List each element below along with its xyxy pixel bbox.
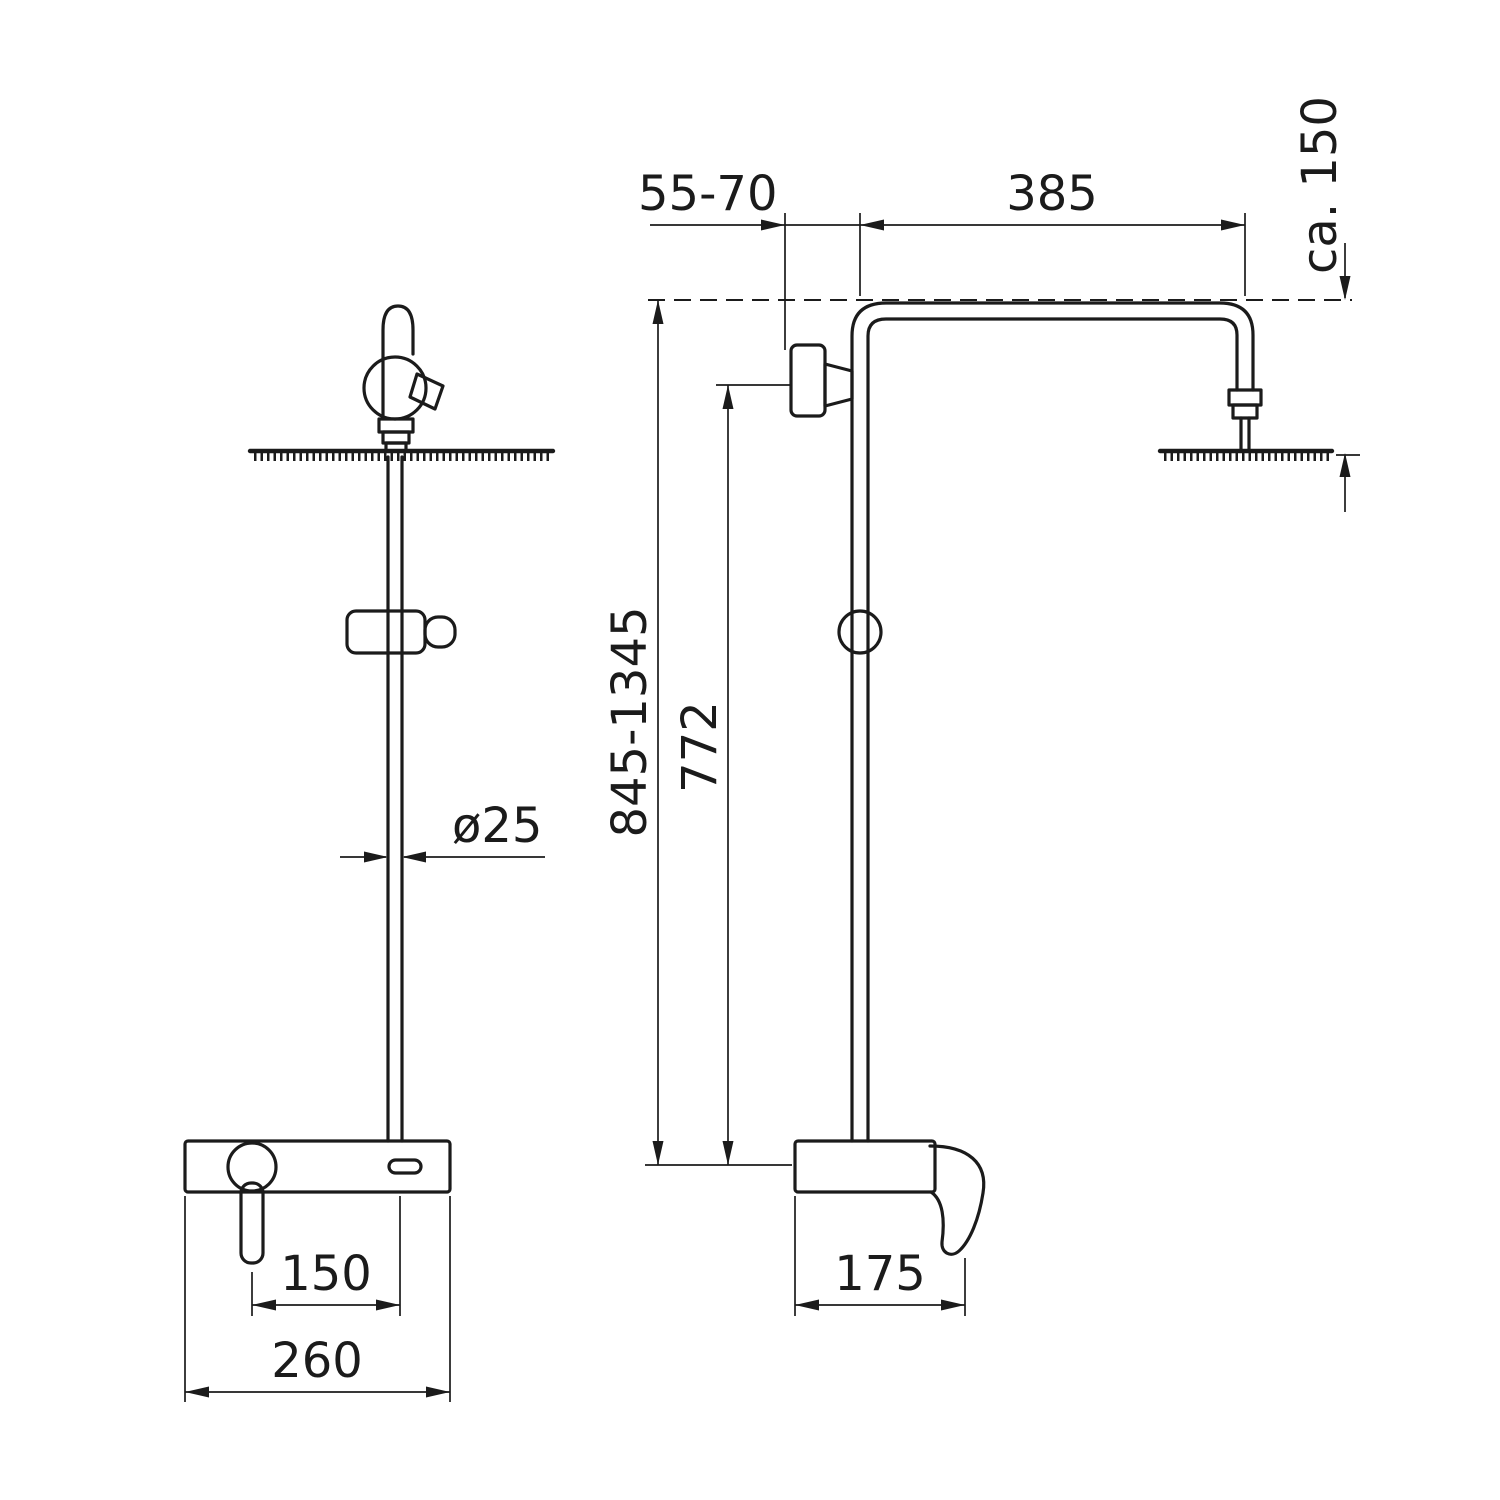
handshower-holder-front	[345, 609, 427, 655]
wall-flange-front	[362, 355, 428, 421]
connector-nut-side-1	[1227, 388, 1263, 407]
diverter-button-front	[387, 1158, 423, 1175]
handshower-holder-knob-front	[423, 615, 457, 649]
dimension-riser-height: 772	[672, 384, 791, 1165]
dim-body-depth-label: 175	[834, 1246, 926, 1302]
dim-arm-reach-label: 385	[1006, 166, 1098, 222]
dimension-head-clearance: ca. 150	[1292, 96, 1360, 512]
dim-wall-offset-label: 55-70	[638, 166, 777, 222]
pipe-inner-side	[866, 317, 1239, 1143]
connector-nut-side-2	[1231, 403, 1259, 420]
dim-body-width-label: 260	[271, 1333, 363, 1389]
shower-arm-front	[381, 304, 415, 420]
dimension-total-height: 845-1345	[602, 300, 792, 1166]
dimension-outlet-spacing: 150	[251, 1196, 401, 1316]
dim-outlet-spacing-label: 150	[280, 1246, 372, 1302]
dim-pipe-diameter-label: ø25	[452, 798, 542, 854]
mixer-body-side	[793, 1139, 937, 1194]
mixer-body-front	[183, 1139, 452, 1194]
dimension-pipe-diameter: ø25	[340, 798, 545, 863]
mixer-handle-base-front	[226, 1141, 278, 1193]
dim-total-height-label: 845-1345	[602, 606, 658, 837]
wall-bracket-clamp-side	[823, 362, 854, 408]
dim-riser-height-label: 772	[672, 701, 728, 793]
dimension-wall-offset-and-arm-reach: 55-70 385	[638, 166, 1246, 350]
wall-bracket-flange-side	[789, 343, 827, 418]
dimension-body-width: 260	[184, 1196, 451, 1402]
dimension-body-depth: 175	[794, 1196, 966, 1316]
connector-nut-front-1	[377, 417, 415, 434]
pipe-outer-side	[850, 301, 1255, 1143]
mixer-lever-side	[928, 1144, 986, 1256]
front-view: ø25 150 260	[183, 304, 556, 1402]
dim-head-clearance-label: ca. 150	[1292, 96, 1348, 274]
mixer-lever-front	[239, 1181, 265, 1265]
side-view: 55-70 385 ca. 150 845-1345 772	[602, 96, 1360, 1316]
handshower-holder-side	[837, 609, 883, 655]
swivel-fitting-front	[408, 372, 445, 411]
connector-nut-front-2	[381, 430, 411, 445]
